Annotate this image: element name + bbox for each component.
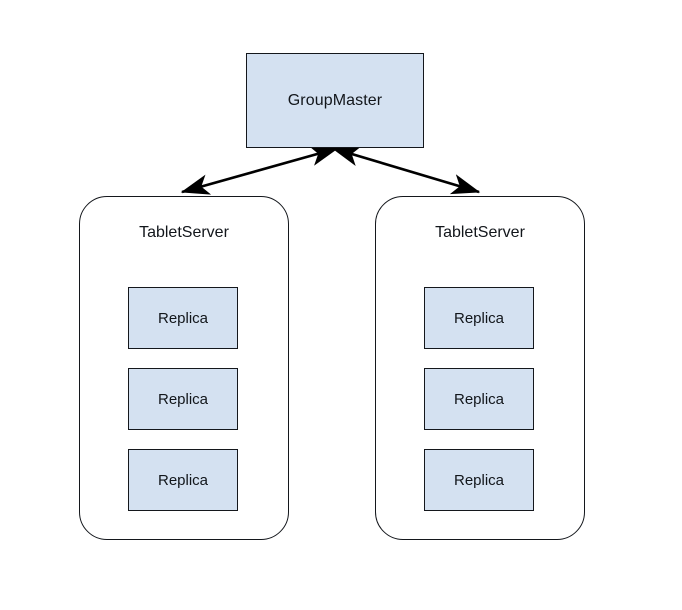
replica-label: Replica xyxy=(157,309,209,327)
connector-master-to-left-tabletserver xyxy=(180,145,339,195)
tablet-server-left-label: TabletServer xyxy=(139,224,229,241)
replica-label: Replica xyxy=(453,471,505,489)
group-master-label: GroupMaster xyxy=(287,91,383,109)
tablet-server-left-node[interactable]: TabletServer Replica Replica Replica xyxy=(79,196,289,540)
group-master-node[interactable]: GroupMaster xyxy=(246,53,424,148)
connector-master-to-right-tabletserver xyxy=(331,146,481,195)
replica-node[interactable]: Replica xyxy=(424,368,534,430)
tablet-server-right-node[interactable]: TabletServer Replica Replica Replica xyxy=(375,196,585,540)
replica-node[interactable]: Replica xyxy=(424,449,534,511)
replica-label: Replica xyxy=(453,309,505,327)
replica-label: Replica xyxy=(157,471,209,489)
tablet-server-right-label: TabletServer xyxy=(435,224,525,241)
replica-node[interactable]: Replica xyxy=(128,449,238,511)
replica-node[interactable]: Replica xyxy=(128,287,238,349)
replica-label: Replica xyxy=(157,390,209,408)
replica-label: Replica xyxy=(453,390,505,408)
replica-node[interactable]: Replica xyxy=(128,368,238,430)
replica-node[interactable]: Replica xyxy=(424,287,534,349)
